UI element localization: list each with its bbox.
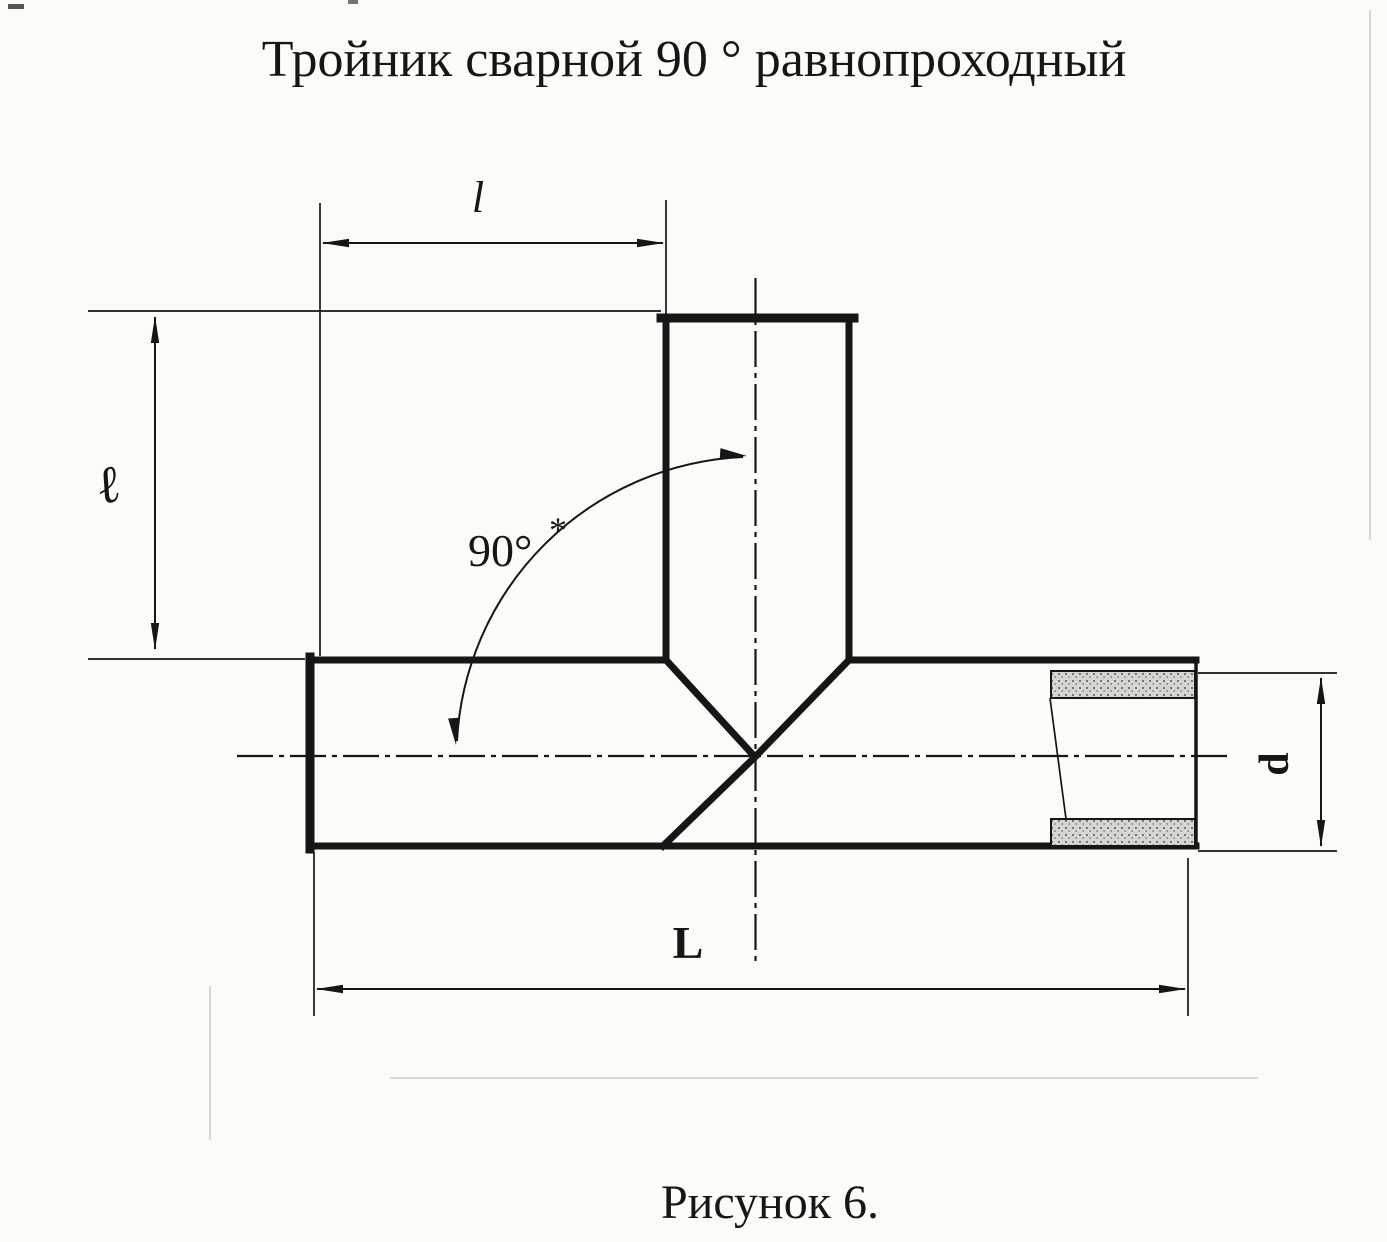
wall-band-top [1050, 670, 1196, 699]
weld-seam-lines [658, 655, 854, 851]
wall-band-bottom [1050, 818, 1196, 847]
centerlines [237, 278, 1228, 962]
angle-note-asterisk: * [549, 510, 567, 550]
pipe-outline [305, 652, 1200, 854]
drawing-title: Тройник сварной 90 ° равнопроходный [262, 31, 1127, 88]
dimension-top-length: l [319, 173, 667, 656]
dimension-overall-length: L [313, 852, 1189, 1016]
top-length-label: l [472, 173, 484, 222]
angle-arrow-top [719, 448, 747, 459]
angle-label: 90° [468, 525, 532, 576]
branch-height-label: ℓ [91, 456, 126, 517]
figure-caption: Рисунок 6. [661, 1176, 879, 1229]
dimension-diameter: d [1198, 672, 1337, 852]
angle-arc [456, 456, 744, 742]
overall-length-label: L [673, 917, 704, 968]
angle-arrow-bottom [448, 717, 459, 745]
section-break-line [1049, 697, 1067, 820]
scan-artifacts [8, 0, 1371, 1140]
dimension-branch-height: ℓ [88, 310, 661, 660]
diameter-label: d [1252, 752, 1298, 775]
branch-outline [656, 313, 859, 664]
pipe-wall-section [1049, 670, 1196, 847]
angle-dimension: 90° * [448, 448, 747, 745]
